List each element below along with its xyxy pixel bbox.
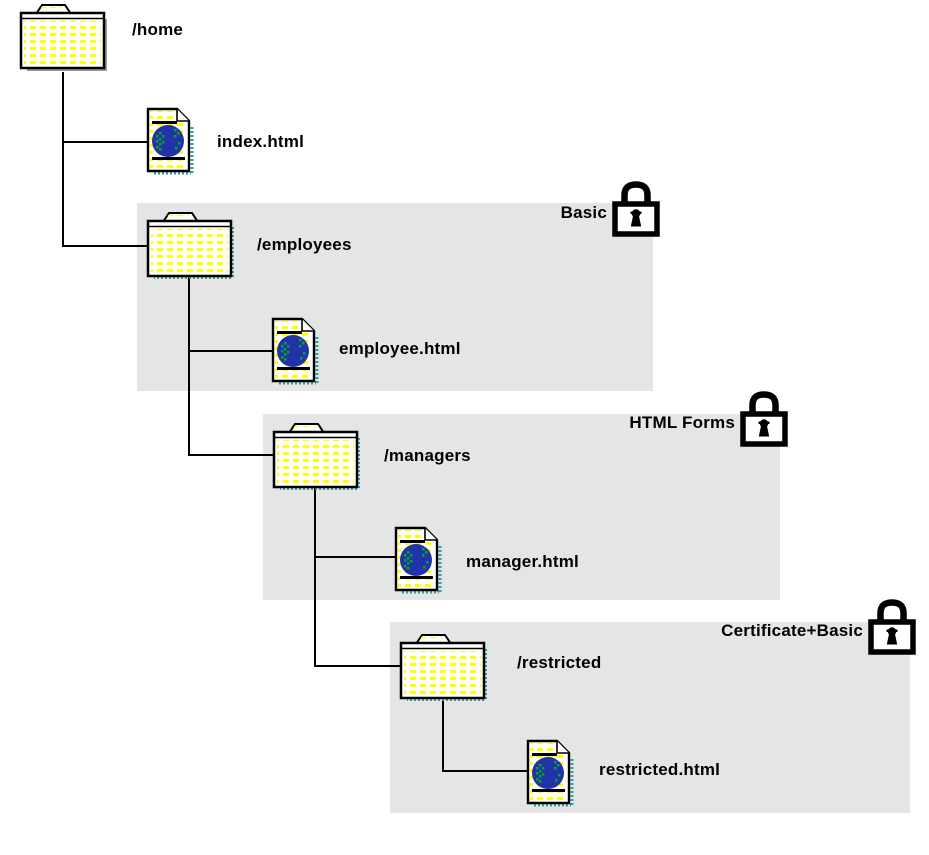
zone-html-forms-label: HTML Forms (629, 413, 735, 432)
node-employees (146, 211, 234, 279)
padlock-icon (740, 390, 788, 447)
node-index-html (146, 107, 194, 175)
tree-connector-line (314, 556, 396, 558)
padlock-icon (612, 180, 660, 237)
node-restricted-label: /restricted (517, 653, 602, 672)
html-file-icon (271, 317, 319, 385)
node-restricted-html (526, 739, 574, 807)
tree-connector-line (314, 488, 316, 667)
tree-connector-line (62, 141, 147, 143)
node-index-html-label: index.html (217, 132, 305, 151)
tree-connector-line (442, 698, 444, 772)
tree-connector-line (188, 454, 274, 456)
zone-certificate-basic-label: Certificate+Basic (721, 621, 863, 640)
tree-connector-line (62, 72, 64, 247)
node-employee-html-label: employee.html (339, 339, 461, 358)
folder-icon (399, 634, 487, 701)
node-employee-html (271, 317, 319, 385)
node-restricted (399, 633, 487, 701)
html-file-icon (394, 526, 442, 594)
node-managers (272, 422, 360, 490)
node-home-label: /home (132, 20, 184, 39)
folder-icon (146, 212, 234, 279)
tree-connector-line (62, 245, 148, 247)
folder-icon (272, 423, 360, 490)
tree-connector-line (188, 276, 190, 456)
html-file-icon (526, 739, 574, 807)
node-restricted-html-label: restricted.html (599, 760, 721, 779)
node-managers-label: /managers (384, 446, 471, 465)
node-home (19, 3, 107, 71)
node-employees-label: /employees (257, 235, 352, 254)
zone-basic-label: Basic (560, 203, 607, 222)
node-manager-html (394, 526, 442, 594)
tree-connector-line (442, 770, 528, 772)
html-file-icon (146, 107, 194, 175)
padlock-icon (868, 598, 916, 655)
folder-icon (19, 4, 107, 71)
node-manager-html-label: manager.html (466, 552, 579, 571)
tree-connector-line (314, 665, 401, 667)
tree-connector-line (188, 350, 274, 352)
